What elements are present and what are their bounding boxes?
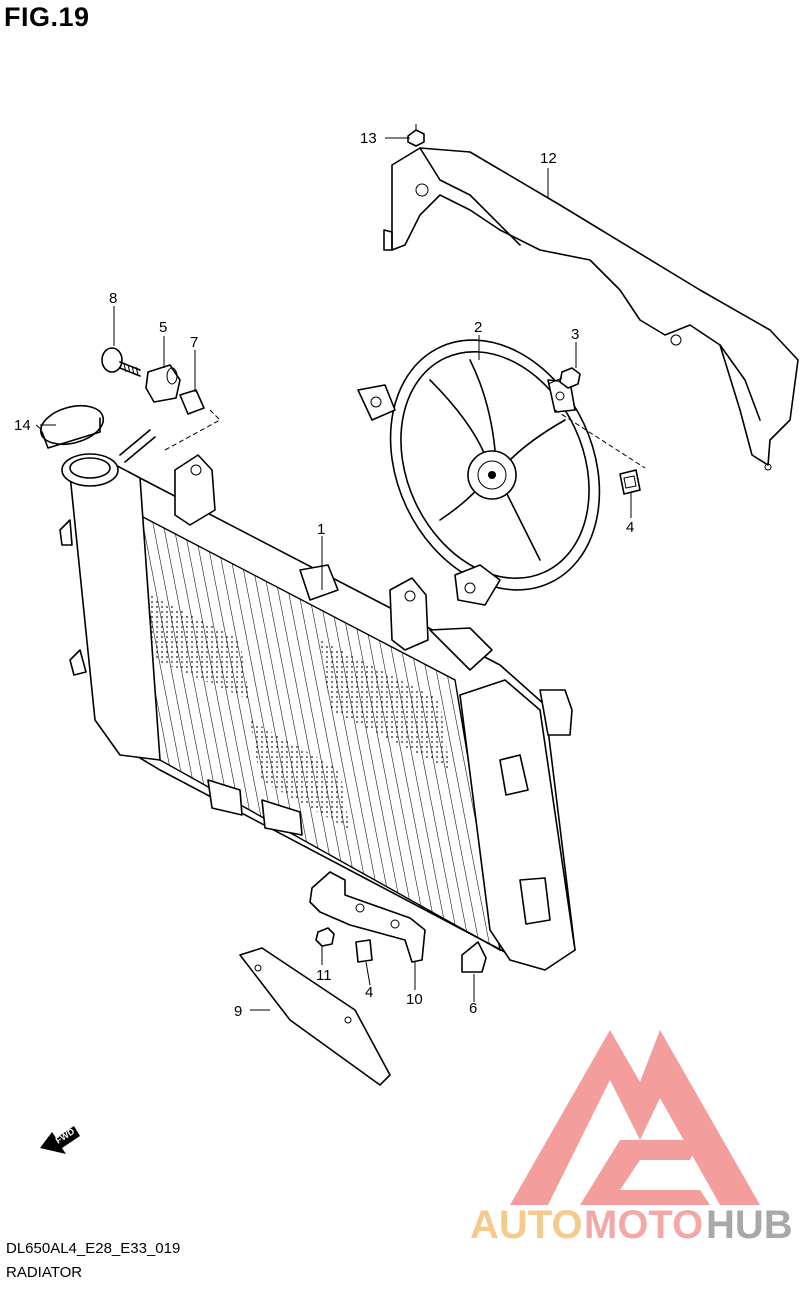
model-code: DL650AL4_E28_E33_019 — [6, 1240, 181, 1257]
radiator-core — [59, 429, 576, 971]
fwd-arrow-icon: FWD — [40, 1126, 80, 1154]
bolt-8 — [101, 347, 141, 377]
callout-8: 8 — [109, 290, 117, 307]
callout-9: 9 — [234, 1003, 242, 1020]
bolt-3 — [547, 367, 581, 389]
callout-4-upper: 4 — [626, 519, 634, 536]
radiator-cover — [383, 147, 799, 471]
callout-7: 7 — [190, 334, 198, 351]
collar-7 — [179, 389, 205, 415]
callout-6: 6 — [469, 1000, 477, 1017]
callout-3: 3 — [571, 326, 579, 343]
callout-11: 11 — [316, 967, 332, 984]
callout-5: 5 — [159, 319, 167, 336]
watermark-brand-auto: AUTO — [470, 1203, 583, 1247]
callout-1: 1 — [317, 521, 325, 538]
radiator-cap-14 — [35, 404, 105, 449]
watermark-logo: AUTO MOTO HUB — [470, 1030, 793, 1247]
callout-4-lower: 4 — [365, 984, 373, 1001]
callout-10: 10 — [406, 991, 423, 1008]
cap-6 — [461, 941, 487, 973]
section-name: RADIATOR — [6, 1264, 83, 1281]
callout-13: 13 — [360, 130, 377, 147]
cooling-fan-assembly — [357, 339, 601, 606]
callout-12: 12 — [540, 150, 557, 167]
figure-title: FIG.19 — [4, 2, 90, 32]
clip-nut-4-upper — [619, 469, 641, 495]
grommet-5 — [145, 364, 181, 403]
bolt-11 — [315, 927, 335, 960]
bolt-13 — [407, 124, 425, 147]
clip-nut-4-lower — [355, 939, 373, 963]
watermark-brand-hub: HUB — [706, 1203, 793, 1247]
watermark-brand-moto: MOTO — [584, 1203, 703, 1247]
callout-2: 2 — [474, 319, 482, 336]
lower-bracket-10 — [309, 871, 426, 963]
plate-9 — [239, 947, 391, 1086]
callout-labels: 13 12 2 3 4 8 5 7 14 1 11 4 10 6 9 — [14, 130, 634, 1020]
callout-leaders — [40, 137, 632, 1011]
callout-14: 14 — [14, 417, 31, 434]
